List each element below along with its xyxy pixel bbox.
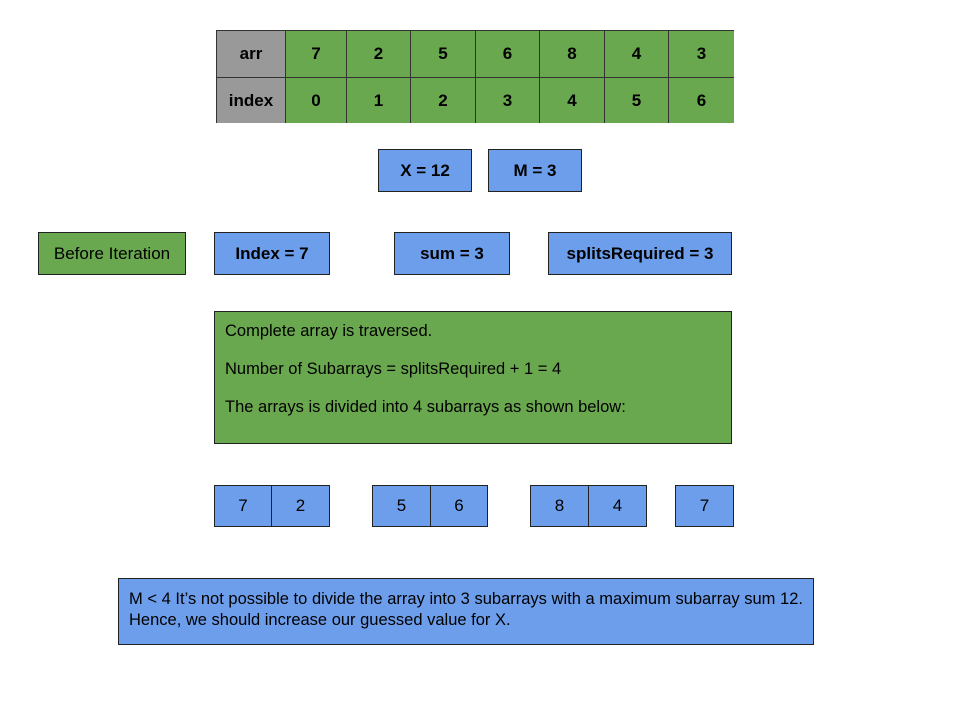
arr-cell: 6 <box>475 30 539 77</box>
m-param-box: M = 3 <box>488 149 582 192</box>
info-line: Complete array is traversed. <box>225 322 433 340</box>
arr-cell: 8 <box>539 30 604 77</box>
arr-cell: 7 <box>285 30 346 77</box>
arr-cell: 3 <box>668 30 734 77</box>
array-table: arr index 7 2 5 6 8 4 3 0 1 2 3 4 5 6 <box>216 30 734 123</box>
index-cell: 2 <box>410 77 475 123</box>
info-box: Complete array is traversed. Number of S… <box>214 311 732 444</box>
index-cell: 5 <box>604 77 668 123</box>
index-cell: 0 <box>285 77 346 123</box>
sum-state-box: sum = 3 <box>394 232 510 275</box>
info-line: Number of Subarrays = splitsRequired + 1… <box>225 360 562 378</box>
subarray-cell: 2 <box>271 485 330 527</box>
subarray-cell: 8 <box>530 485 589 527</box>
splits-state-box: splitsRequired = 3 <box>548 232 732 275</box>
arr-cell: 5 <box>410 30 475 77</box>
index-cell: 1 <box>346 77 410 123</box>
subarray-cell: 5 <box>372 485 431 527</box>
conclusion-note: M < 4 It’s not possible to divide the ar… <box>118 578 814 645</box>
stage-label-box: Before Iteration <box>38 232 186 275</box>
index-cell: 6 <box>668 77 734 123</box>
x-param-box: X = 12 <box>378 149 472 192</box>
arr-cell: 2 <box>346 30 410 77</box>
subarray-cell: 7 <box>675 485 734 527</box>
index-state-box: Index = 7 <box>214 232 330 275</box>
row-label-index: index <box>216 77 285 123</box>
index-cell: 4 <box>539 77 604 123</box>
row-label-arr: arr <box>216 30 285 77</box>
subarray-cell: 6 <box>430 485 488 527</box>
subarray-cell: 4 <box>588 485 647 527</box>
subarray-cell: 7 <box>214 485 272 527</box>
info-line: The arrays is divided into 4 subarrays a… <box>225 398 626 416</box>
index-cell: 3 <box>475 77 539 123</box>
arr-cell: 4 <box>604 30 668 77</box>
